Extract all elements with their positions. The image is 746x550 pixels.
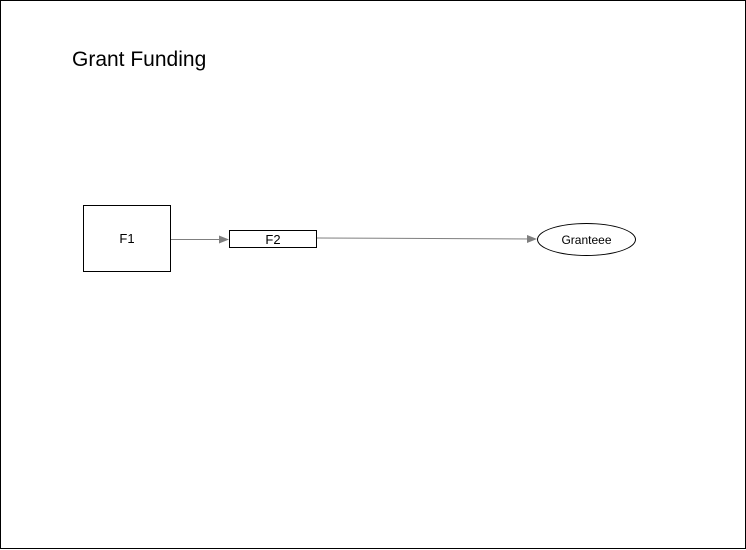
node-f1-label: F1 xyxy=(119,231,135,246)
diagram-title: Grant Funding xyxy=(72,48,207,71)
edge-f2-to-grantee[interactable] xyxy=(316,234,537,243)
node-grantee[interactable]: Granteee xyxy=(537,223,636,256)
node-f1[interactable]: F1 xyxy=(83,205,171,272)
node-f2[interactable]: F2 xyxy=(229,230,317,248)
node-f2-label: F2 xyxy=(265,231,281,247)
node-grantee-label: Granteee xyxy=(561,232,612,247)
